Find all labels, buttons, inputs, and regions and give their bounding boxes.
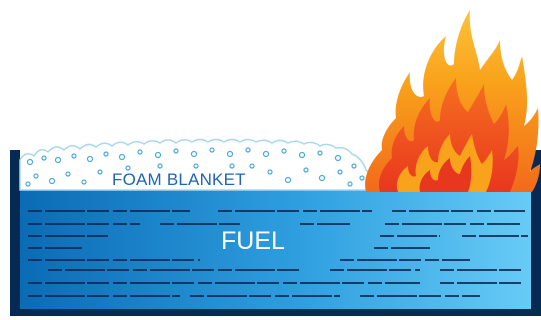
tank-bottom-edge bbox=[10, 308, 541, 316]
fuel-label: FUEL bbox=[221, 227, 285, 256]
tank-left-edge bbox=[10, 150, 20, 316]
fire-flames bbox=[365, 10, 540, 192]
foam-blanket-label: FOAM BLANKET bbox=[112, 170, 246, 190]
